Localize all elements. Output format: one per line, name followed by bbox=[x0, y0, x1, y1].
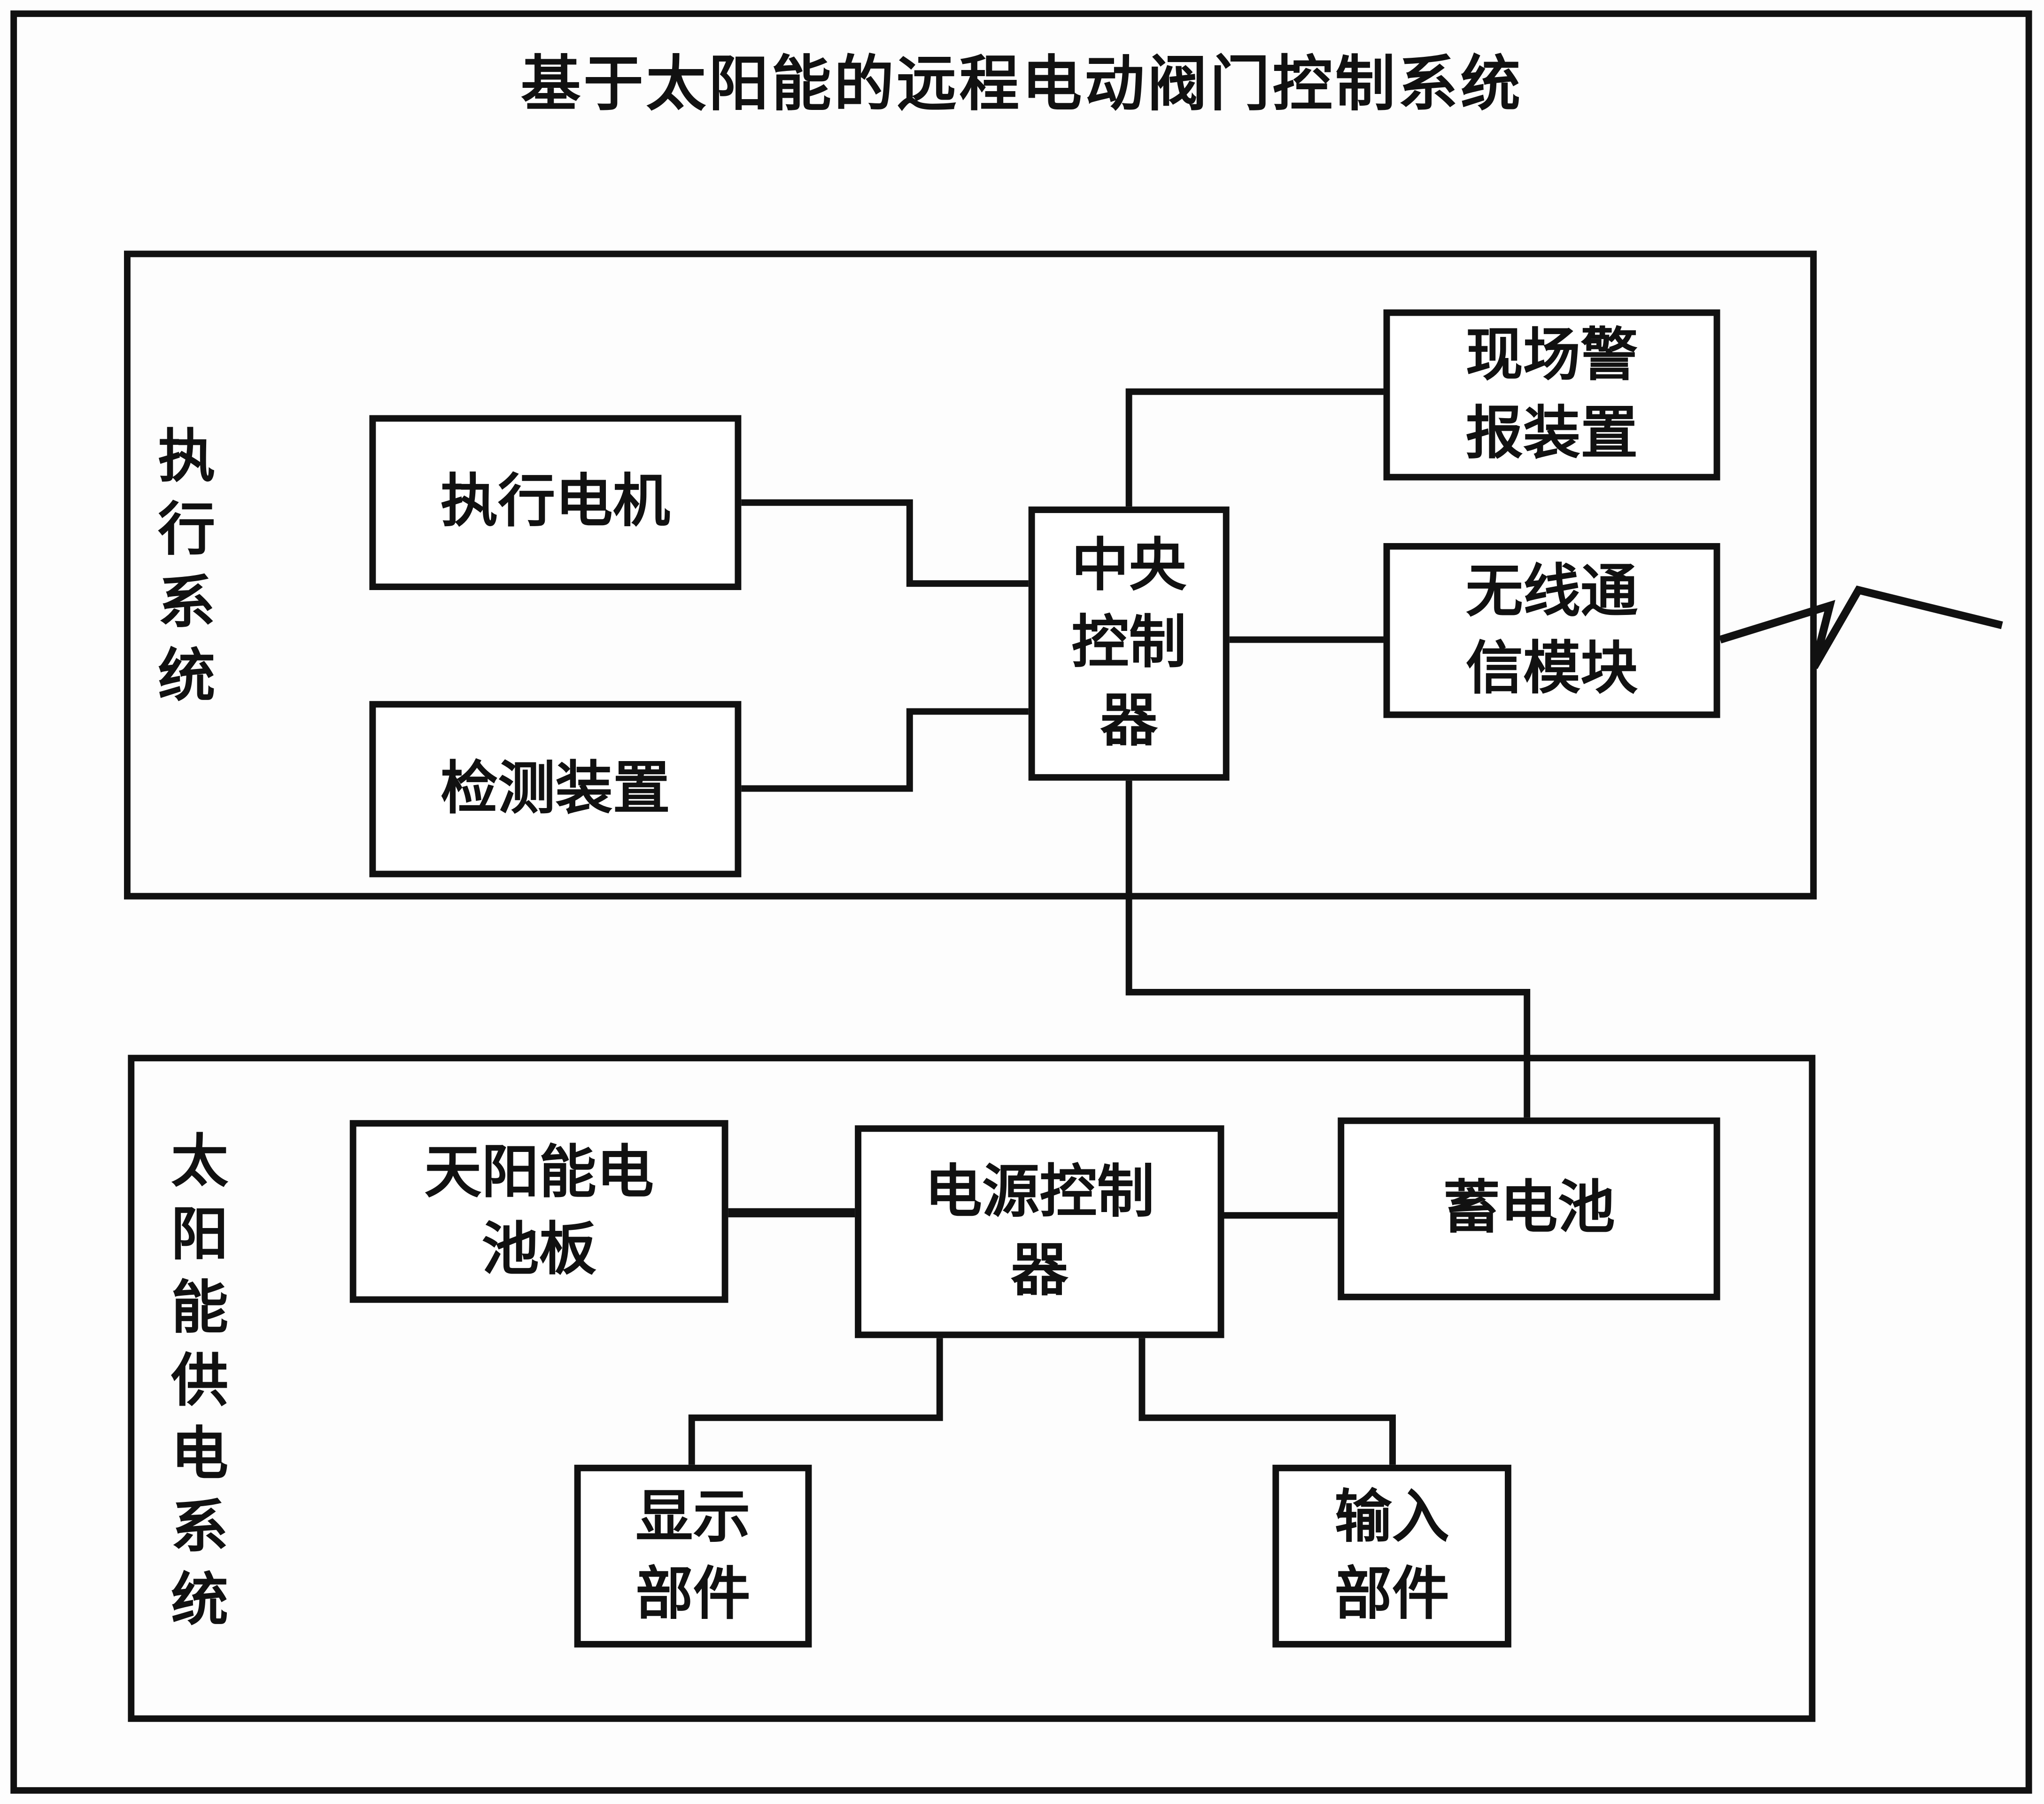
node-label: 现场警 报装置 bbox=[1465, 324, 1638, 466]
node-detection-device: 检测装置 bbox=[369, 701, 742, 878]
node-input-component: 输入 部件 bbox=[1272, 1464, 1511, 1648]
node-power-controller: 电源控制 器 bbox=[855, 1125, 1224, 1338]
node-label: 蓄电池 bbox=[1442, 1176, 1615, 1241]
group-label-solar-power-system: 太阳能供电系统 bbox=[162, 1130, 226, 1642]
node-central-controller: 中央 控制 器 bbox=[1028, 506, 1230, 781]
node-solar-panel: 天阳能电 池板 bbox=[349, 1120, 728, 1303]
node-label: 检测装置 bbox=[440, 757, 670, 821]
node-label: 天阳能电 池板 bbox=[424, 1140, 654, 1282]
node-site-alarm-device: 现场警 报装置 bbox=[1383, 309, 1720, 481]
group-label-execution-system: 执行系统 bbox=[148, 425, 213, 718]
node-label: 输入 部件 bbox=[1334, 1485, 1449, 1627]
node-execution-motor: 执行电机 bbox=[369, 415, 742, 591]
node-label: 显示 部件 bbox=[635, 1485, 751, 1627]
node-storage-battery: 蓄电池 bbox=[1338, 1117, 1720, 1300]
node-label: 电源控制 器 bbox=[924, 1160, 1154, 1302]
node-label: 中央 控制 器 bbox=[1071, 534, 1186, 753]
node-label: 执行电机 bbox=[440, 470, 670, 535]
outer-border bbox=[10, 10, 2032, 1794]
node-wireless-comm-module: 无线通 信模块 bbox=[1383, 543, 1720, 718]
diagram-title: 基于太阳能的远程电动阀门控制系统 bbox=[520, 51, 1523, 118]
node-display-component: 显示 部件 bbox=[574, 1464, 812, 1648]
node-label: 无线通 信模块 bbox=[1465, 560, 1638, 701]
